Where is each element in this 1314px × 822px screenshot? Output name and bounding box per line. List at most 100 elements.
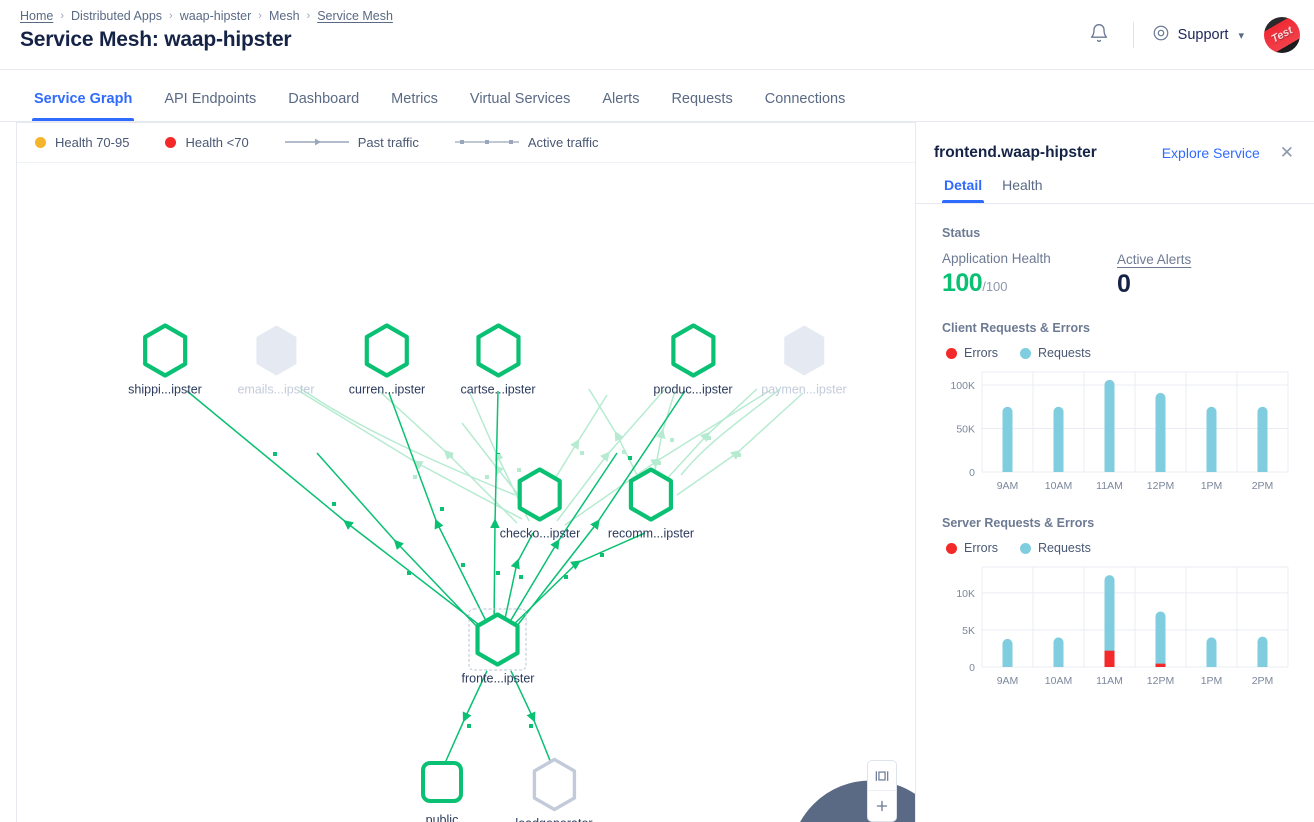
top-bar: Home›Distributed Apps›waap-hipster›Mesh›… xyxy=(0,0,1314,70)
graph-node-label[interactable]: emails...ipster xyxy=(237,382,315,397)
hexagon-icon[interactable] xyxy=(474,323,522,378)
public-node-box[interactable] xyxy=(421,761,915,822)
chart-legend-item-errors: Errors xyxy=(946,541,998,555)
chart-legend-dot-icon xyxy=(946,542,957,554)
graph-node-payment[interactable]: paymen...ipster xyxy=(761,324,847,397)
graph-zoom-controls xyxy=(867,760,897,822)
hexagon-icon[interactable] xyxy=(252,324,300,378)
support-label: Support xyxy=(1177,27,1229,43)
graph-edges xyxy=(186,387,804,764)
hexagon-icon[interactable] xyxy=(141,323,189,378)
legend-label: Health <70 xyxy=(185,135,249,150)
tab-virtual-services[interactable]: Virtual Services xyxy=(469,91,571,107)
fit-to-screen-button[interactable] xyxy=(868,761,896,791)
explore-service-link[interactable]: Explore Service xyxy=(1161,144,1260,161)
detail-tab-health[interactable]: Health xyxy=(1002,177,1043,193)
breadcrumb-item-mesh: Mesh xyxy=(268,9,300,23)
graph-node-cartservice[interactable]: cartse...ipster xyxy=(460,323,536,397)
hexagon-icon[interactable] xyxy=(516,467,564,522)
active-alerts-metric: Active Alerts 0 xyxy=(1117,251,1292,299)
graph-node-loadgen[interactable]: loadgenerator xyxy=(515,757,593,822)
legend-dot-icon xyxy=(35,137,46,148)
status-row: Application Health 100/100 Active Alerts… xyxy=(942,251,1292,299)
graph-node-label[interactable]: fronte...ipster xyxy=(461,671,535,686)
breadcrumb-separator: › xyxy=(306,10,311,22)
svg-text:11AM: 11AM xyxy=(1096,675,1123,687)
chart-legend-label: Requests xyxy=(1038,346,1091,360)
primary-tabs: Service Graph API Endpoints Dashboard Metri… xyxy=(0,70,1314,122)
lifebuoy-icon xyxy=(1152,24,1170,46)
graph-node-public[interactable]: public xyxy=(421,761,915,822)
chart-legend: Errors Requests xyxy=(946,346,1292,360)
svg-text:1PM: 1PM xyxy=(1201,675,1223,687)
graph-node-checkout[interactable]: checko...ipster xyxy=(499,467,581,541)
graph-node-shipping[interactable]: shippi...ipster xyxy=(128,323,202,397)
graph-node-label[interactable]: paymen...ipster xyxy=(761,382,847,397)
zoom-in-button[interactable] xyxy=(868,791,896,821)
svg-text:2PM: 2PM xyxy=(1252,480,1274,492)
graph-node-frontend[interactable]: fronte...ipster xyxy=(461,608,535,686)
chart-title: Client Requests & Errors xyxy=(942,321,1090,335)
chart-legend-item-errors: Errors xyxy=(946,346,998,360)
breadcrumb-item-service-mesh[interactable]: Service Mesh xyxy=(317,9,393,23)
breadcrumb-item-home[interactable]: Home xyxy=(20,9,54,23)
svg-text:9AM: 9AM xyxy=(997,480,1019,492)
graph-node-label[interactable]: shippi...ipster xyxy=(128,382,202,397)
hexagon-icon[interactable] xyxy=(363,323,411,378)
hexagon-icon[interactable] xyxy=(627,467,675,522)
hexagon-icon[interactable] xyxy=(669,323,717,378)
graph-node-product[interactable]: produc...ipster xyxy=(653,323,733,397)
detail-tab-detail[interactable]: Detail xyxy=(934,177,992,203)
graph-node-label[interactable]: checko...ipster xyxy=(499,526,581,541)
application-health-value-wrap: 100/100 xyxy=(942,269,1117,298)
past-traffic-line-icon xyxy=(284,135,349,150)
avatar[interactable]: Test xyxy=(1264,17,1300,53)
tab-service-graph[interactable]: Service Graph xyxy=(18,91,148,121)
svg-text:11AM: 11AM xyxy=(1096,480,1123,492)
tab-metrics[interactable]: Metrics xyxy=(391,91,438,107)
chart-legend-dot-icon xyxy=(1020,347,1032,359)
tab-dashboard[interactable]: Dashboard xyxy=(288,91,360,107)
active-alerts-label[interactable]: Active Alerts xyxy=(1117,252,1192,267)
svg-text:5K: 5K xyxy=(962,625,975,637)
support-menu-button[interactable]: Support ▾ xyxy=(1148,18,1248,52)
graph-node-label[interactable]: loadgenerator xyxy=(515,817,592,822)
graph-node-label[interactable]: cartse...ipster xyxy=(460,382,536,397)
svg-text:2PM: 2PM xyxy=(1252,675,1274,687)
close-icon[interactable]: ✕ xyxy=(1279,143,1294,162)
notifications-button[interactable] xyxy=(1079,15,1119,55)
graph-node-label[interactable]: public xyxy=(425,813,459,822)
legend-item-health-70-95: Health 70-95 xyxy=(35,135,129,150)
svg-text:10AM: 10AM xyxy=(1045,480,1072,492)
tab-api-endpoints[interactable]: API Endpoints xyxy=(164,91,257,107)
graph-node-label[interactable]: recomm...ipster xyxy=(607,526,695,541)
graph-node-emails[interactable]: emails...ipster xyxy=(237,324,315,397)
tab-connections[interactable]: Connections xyxy=(764,91,846,107)
chart-legend-label: Errors xyxy=(964,346,999,360)
graph-node-recommend[interactable]: recomm...ipster xyxy=(607,467,695,541)
chart-legend-label: Requests xyxy=(1038,541,1091,555)
tab-requests[interactable]: Requests xyxy=(671,91,733,107)
tab-alerts[interactable]: Alerts xyxy=(602,91,640,107)
legend-label: Health 70-95 xyxy=(55,135,130,150)
active-alerts-value: 0 xyxy=(1117,270,1131,298)
graph-node-currency[interactable]: curren...ipster xyxy=(348,323,426,397)
svg-text:1PM: 1PM xyxy=(1201,480,1223,492)
legend-dot-icon xyxy=(165,137,177,148)
hexagon-icon[interactable] xyxy=(468,608,527,671)
service-detail-panel: frontend.waap-hipster Explore Service ✕ … xyxy=(915,122,1314,822)
hexagon-icon[interactable] xyxy=(530,757,578,812)
graph-canvas[interactable]: shippi...ipster emails...ipster curren...i… xyxy=(17,163,915,822)
graph-node-label[interactable]: produc...ipster xyxy=(653,382,733,397)
chart-legend-dot-icon xyxy=(946,347,957,359)
graph-node-label[interactable]: curren...ipster xyxy=(348,382,426,397)
hexagon-icon[interactable] xyxy=(780,324,828,378)
svg-text:50K: 50K xyxy=(956,424,975,436)
